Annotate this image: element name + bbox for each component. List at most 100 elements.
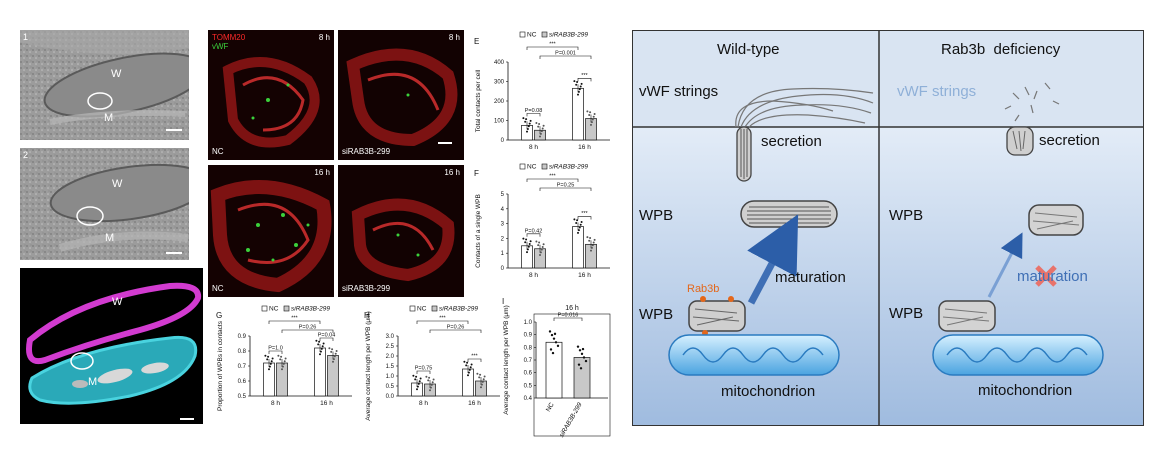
- legend-swatch-si: [283, 305, 290, 312]
- blocked-maturation-arrow: [987, 232, 1023, 298]
- y-axis-label: Total contacts per cell: [475, 69, 482, 132]
- bracket-si: [539, 55, 592, 59]
- x-tick-label: 8 h: [419, 400, 428, 407]
- data-point: [264, 354, 267, 357]
- data-point: [526, 251, 528, 254]
- bar-i-1: [573, 357, 591, 399]
- data-point: [465, 364, 468, 367]
- bracket-16h: [467, 358, 482, 362]
- data-point: [432, 378, 435, 381]
- data-point: [431, 381, 434, 384]
- confocal-si-16h: 16 h siRAB3B-299: [338, 165, 464, 297]
- legend-swatch-nc: [519, 163, 526, 170]
- data-point: [573, 80, 576, 83]
- data-point: [320, 347, 323, 350]
- data-point: [573, 218, 576, 221]
- data-point: [481, 380, 484, 383]
- bracket-8h: [268, 350, 283, 354]
- y-tick-label: 300: [494, 80, 505, 86]
- data-point: [467, 374, 469, 377]
- data-point: [590, 121, 593, 124]
- data-point: [526, 248, 529, 251]
- y-tick-label: 0.9: [524, 333, 533, 339]
- em-panel-number-1: 1: [23, 32, 29, 42]
- data-point: [586, 110, 589, 113]
- data-point: [590, 123, 592, 126]
- data-point: [593, 238, 596, 241]
- bracket-16h: [319, 337, 334, 341]
- data-point: [480, 383, 483, 386]
- y-tick-label: 1.0: [524, 320, 533, 326]
- data-point: [578, 349, 582, 352]
- data-point: [590, 246, 593, 249]
- mitochondrion-wt: [668, 334, 840, 376]
- y-tick-label: 1.0: [386, 374, 395, 380]
- data-point: [576, 345, 580, 348]
- data-point: [467, 371, 470, 374]
- data-point: [331, 348, 334, 351]
- x-tick-label: 8 h: [271, 400, 280, 407]
- bracket-i: [553, 317, 583, 321]
- data-point: [537, 244, 540, 247]
- recon-label-m: M: [88, 376, 98, 388]
- confocal-time-1: 8 h: [318, 33, 330, 42]
- bracket-16h: [577, 78, 592, 82]
- data-point: [551, 351, 555, 355]
- secretion-label-deficient: secretion: [1039, 132, 1100, 149]
- y-tick-label: 100: [494, 119, 505, 125]
- y-tick-label: 0.9: [238, 334, 247, 340]
- bar-nc-1: [462, 368, 474, 397]
- data-point: [328, 347, 331, 350]
- chart-i-title: 16 h: [565, 305, 579, 312]
- data-point: [539, 135, 541, 138]
- em-image-1: 1 W M: [20, 30, 189, 140]
- data-point: [541, 245, 544, 248]
- data-point: [334, 352, 337, 355]
- confocal-nc-8h: TOMM20 vWF 8 h NC: [208, 30, 334, 160]
- y-tick-label: 1: [501, 251, 505, 257]
- mitochondrion-deficient: [932, 334, 1104, 376]
- data-point: [541, 127, 544, 130]
- x-tick-label: 16 h: [578, 272, 591, 279]
- recon-label-w: W: [112, 296, 123, 308]
- data-point: [586, 236, 589, 239]
- data-point: [529, 240, 532, 243]
- data-point: [527, 245, 530, 248]
- data-point: [330, 350, 333, 353]
- maturation-arrow: [747, 214, 799, 305]
- data-point: [591, 118, 594, 121]
- em-label-w-1: W: [111, 68, 122, 80]
- maturation-label-wt: maturation: [775, 269, 846, 286]
- bracket-si-label: P=0.26: [447, 325, 465, 331]
- confocal-si-8h: 8 h siRAB3B-299: [338, 30, 464, 160]
- data-point: [589, 111, 592, 114]
- data-point: [466, 361, 469, 364]
- data-point: [319, 353, 321, 356]
- y-axis-label: Contacts of a single WPB: [475, 194, 482, 268]
- data-point: [581, 347, 585, 351]
- confocal-cond-nc-1: NC: [212, 147, 224, 156]
- bracket-16h-label: ***: [471, 354, 478, 360]
- data-point: [318, 340, 321, 343]
- legend-swatch-si: [541, 163, 548, 170]
- data-point: [322, 342, 325, 345]
- wild-type-title: Wild-type: [717, 41, 780, 58]
- confocal-signal-2: [346, 48, 458, 147]
- mitochondrion-label-wt: mitochondrion: [721, 383, 816, 400]
- x-tick-label: siRAB3B-299: [558, 401, 584, 439]
- data-point: [268, 368, 270, 371]
- bracket-8h: [416, 370, 431, 374]
- data-point: [277, 354, 280, 357]
- x-tick-label: 8 h: [529, 144, 538, 151]
- bracket-si-label: P=0.25: [557, 183, 575, 189]
- y-tick-label: 3.0: [386, 334, 395, 340]
- data-point: [580, 352, 584, 356]
- em-tomogram-1: [20, 30, 189, 140]
- data-point: [335, 350, 338, 352]
- y-tick-label: 0.7: [238, 364, 247, 370]
- y-tick-label: 0.4: [524, 396, 533, 402]
- data-point: [524, 120, 527, 123]
- bracket-si: [539, 187, 592, 191]
- data-point: [588, 239, 591, 242]
